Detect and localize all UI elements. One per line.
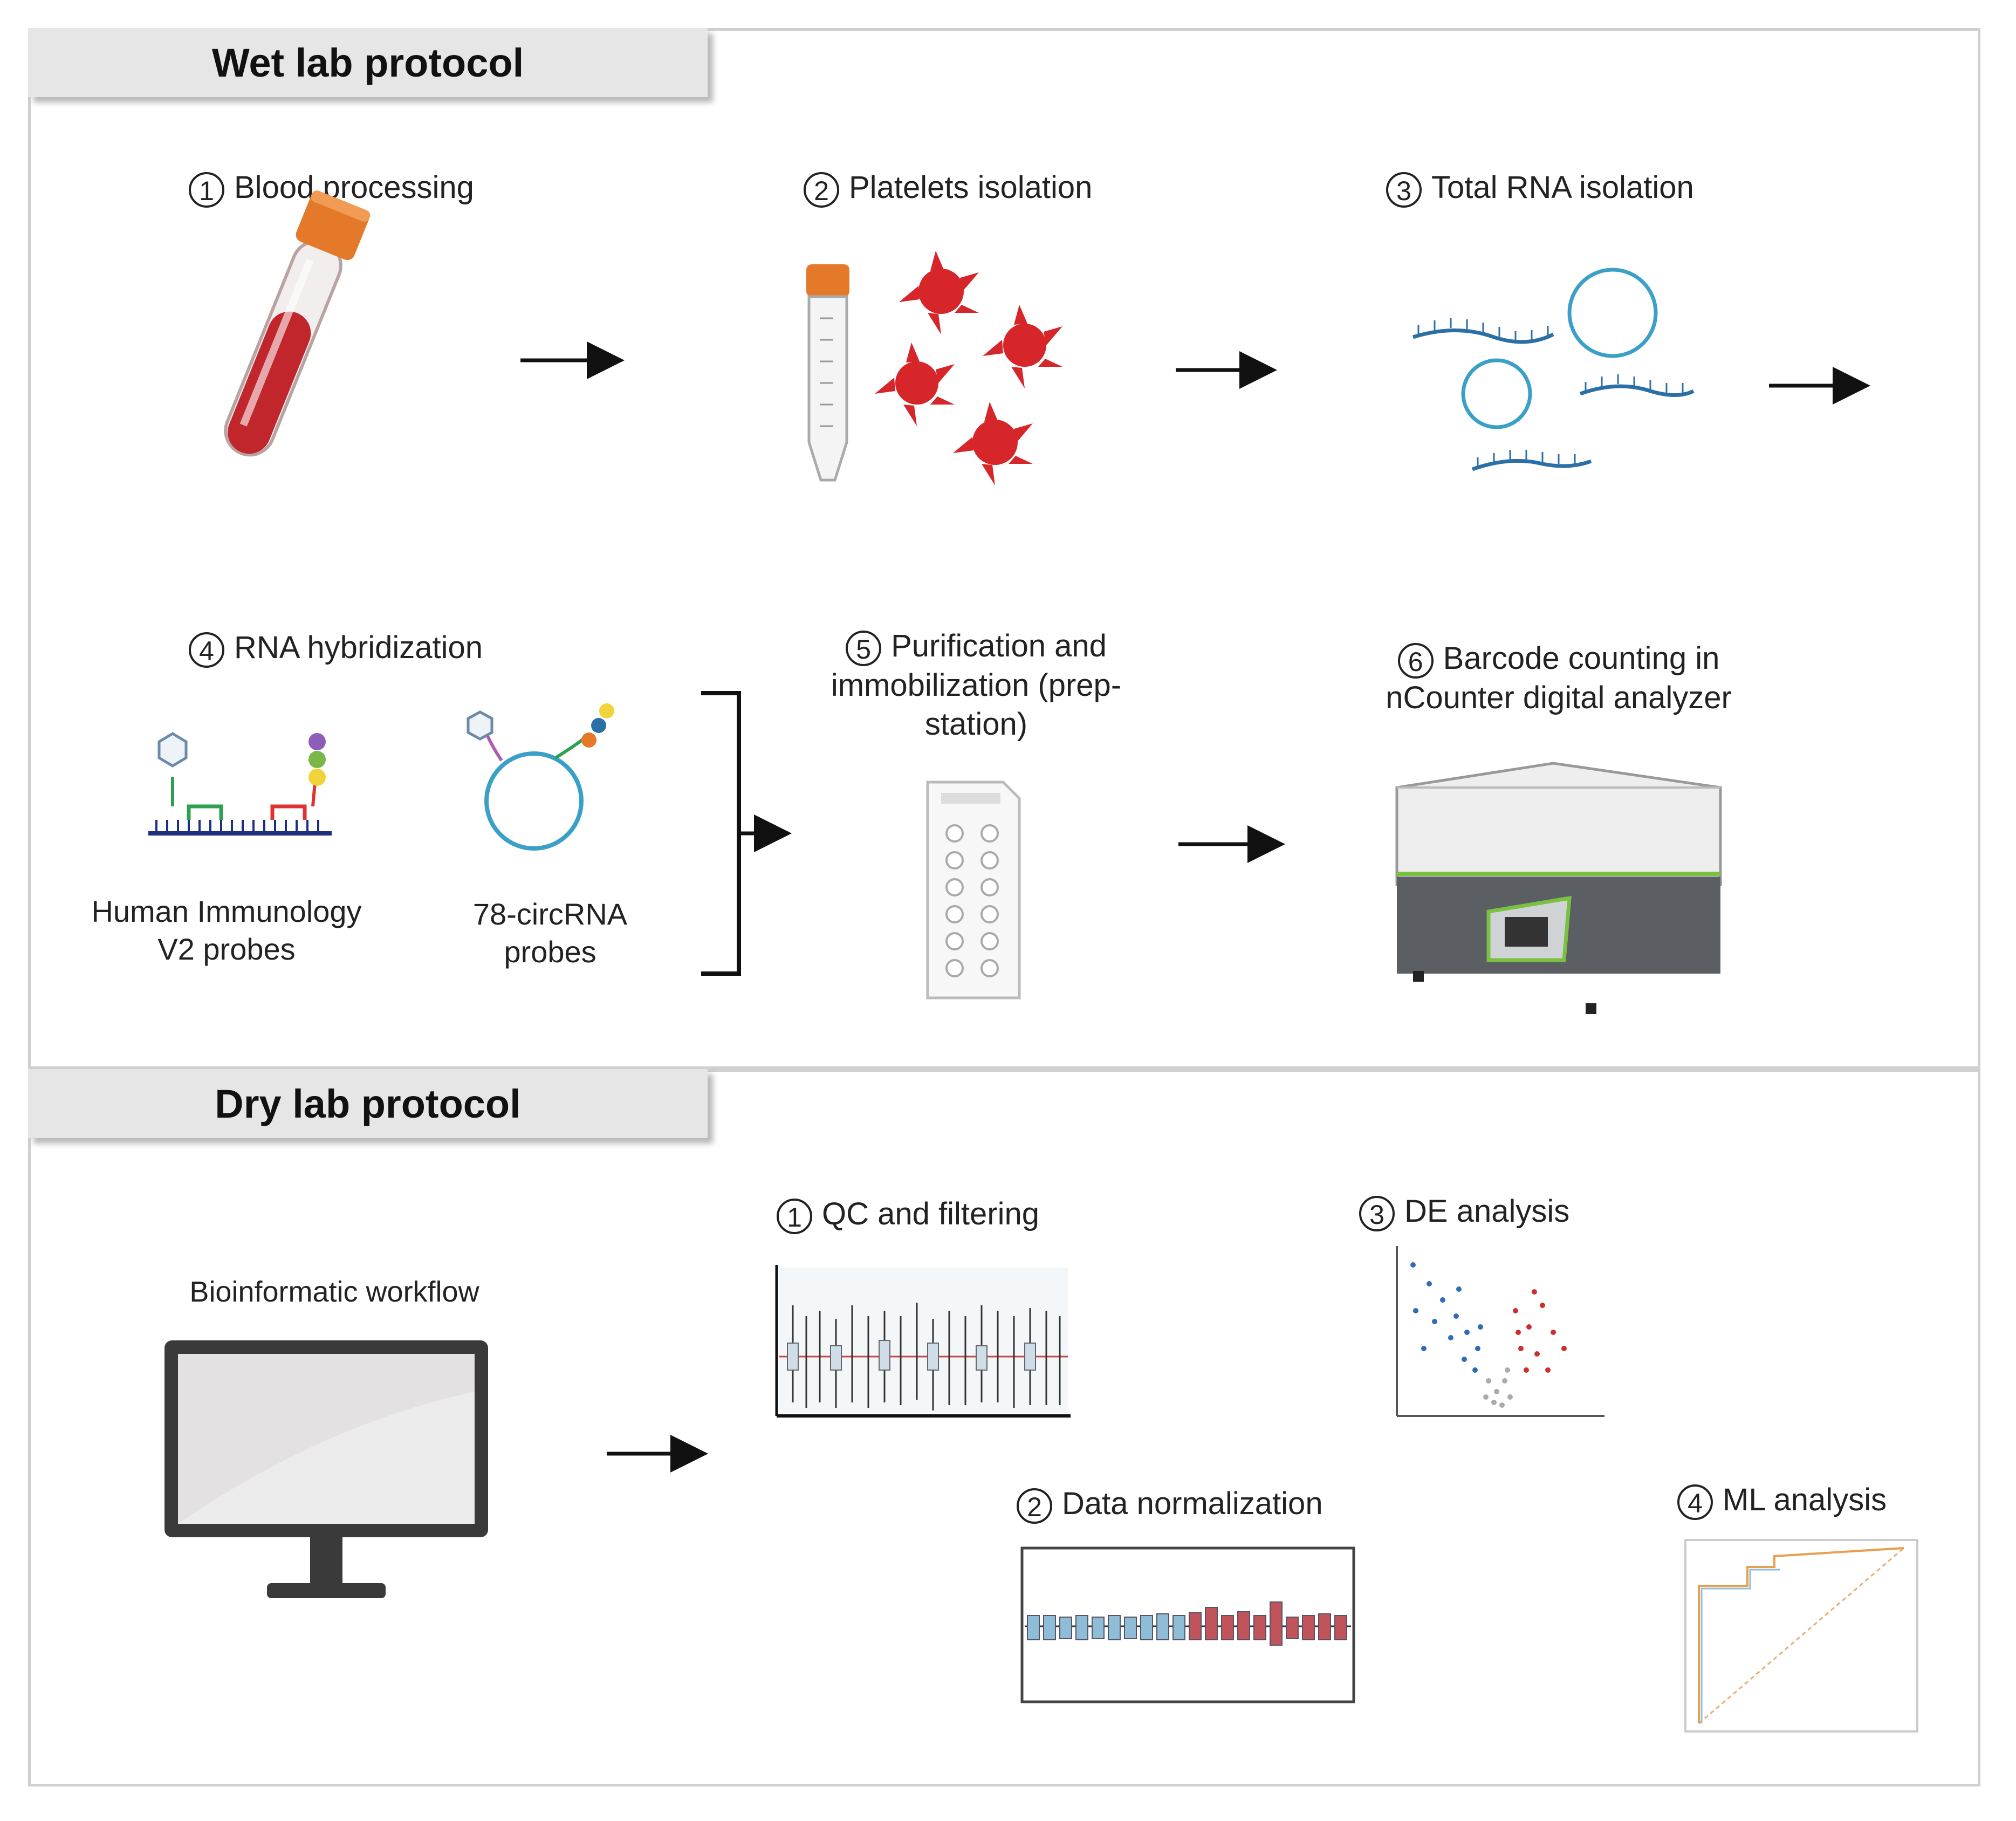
step-data-normalization: 2 Data normalization: [1017, 1484, 1323, 1524]
falcon-tube-icon: [806, 264, 849, 482]
step-number: 2: [804, 172, 839, 208]
blood-tube-icon: [224, 190, 371, 457]
roc-plot-icon: [1684, 1539, 1918, 1733]
step-rna-hybridization: 4 RNA hybridization: [189, 628, 483, 668]
rna-ticks-icon: [1417, 318, 1684, 467]
step-qc-filtering: 1 QC and filtering: [777, 1195, 1039, 1234]
monitor-icon: [164, 1340, 488, 1598]
analyzer-icon: [1395, 762, 1722, 1014]
normalization-boxplot-icon: [1020, 1546, 1355, 1703]
bioinformatic-workflow-label: Bioinformatic workflow: [189, 1276, 479, 1308]
step-number: 3: [1359, 1195, 1395, 1231]
bracket-icon: [701, 691, 741, 976]
step-label: RNA hybridization: [234, 630, 483, 665]
qc-chart-icon: [775, 1265, 1071, 1418]
step-blood-processing: 1 Blood processing: [189, 168, 474, 208]
step-number: 3: [1386, 172, 1422, 208]
step-number: 4: [1677, 1484, 1713, 1520]
volcano-plot-icon: [1396, 1246, 1604, 1417]
step-number: 1: [777, 1198, 812, 1234]
step-label: Blood processing: [234, 170, 474, 205]
dry-lab-title: Dry lab protocol: [28, 1069, 708, 1138]
step-platelets-isolation: 2 Platelets isolation: [804, 168, 1092, 208]
step-number: 2: [1017, 1488, 1052, 1524]
step-total-rna-isolation: 3 Total RNA isolation: [1386, 168, 1694, 208]
probe-label-circrna: 78-circRNA probes: [472, 897, 628, 969]
step-de-analysis: 3 DE analysis: [1359, 1192, 1569, 1231]
step-label: ML analysis: [1723, 1482, 1887, 1517]
step-label: Barcode counting in nCounter digital ana…: [1386, 641, 1732, 715]
step-label: Total RNA isolation: [1431, 170, 1694, 205]
cartridge-icon: [926, 781, 1021, 1000]
step-number: 5: [846, 630, 882, 666]
step-label: DE analysis: [1404, 1194, 1570, 1229]
linear-probe-icon: [148, 732, 332, 836]
step-number: 4: [189, 632, 224, 668]
platelet-icon: [875, 251, 1062, 485]
step-ml-analysis: 4 ML analysis: [1677, 1481, 1887, 1520]
step-number: 1: [189, 172, 224, 208]
probe-label-human-immunology: Human Immunology V2 probes: [91, 894, 362, 966]
step-label: Data normalization: [1062, 1486, 1323, 1521]
circrna-probe-icon: [467, 703, 614, 851]
step-label: QC and filtering: [822, 1196, 1039, 1231]
wet-lab-title: Wet lab protocol: [28, 28, 708, 97]
step-label: Purification and immobilization (prep-st…: [831, 628, 1122, 742]
step-label: Platelets isolation: [849, 170, 1093, 205]
step-number: 6: [1397, 642, 1434, 679]
rna-icon: [1412, 268, 1695, 471]
